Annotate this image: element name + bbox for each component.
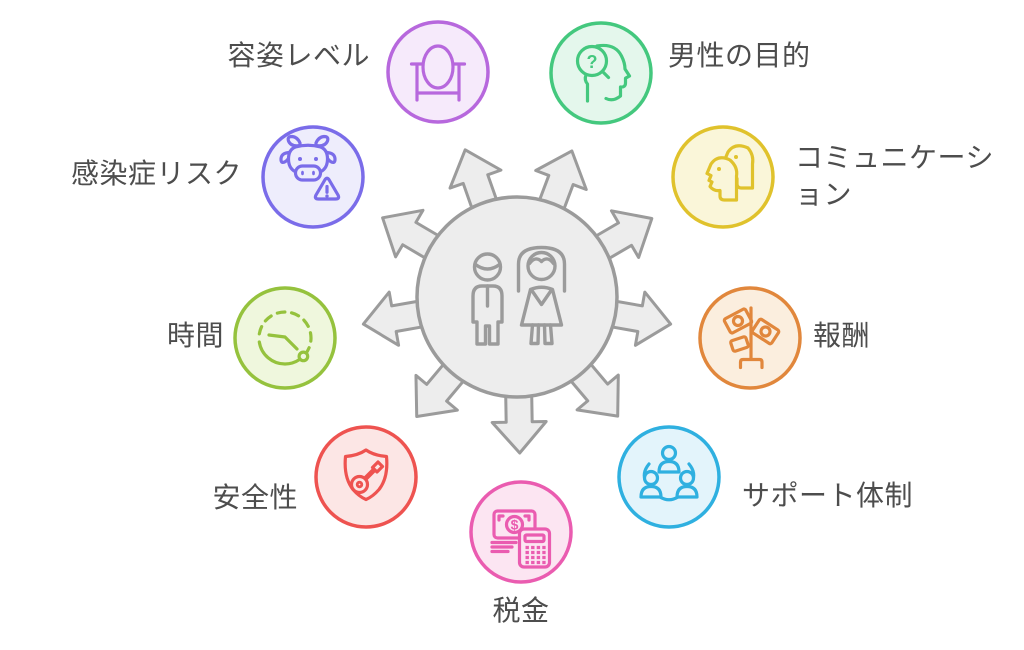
cow-warning-icon [279, 134, 341, 201]
node-tax: $ [466, 477, 576, 587]
node-label-support-system: サポート体制 [742, 480, 914, 511]
mirror-icon [409, 44, 467, 102]
node-safety [311, 422, 421, 532]
clock-icon [257, 310, 313, 366]
hub-circle [415, 195, 619, 399]
couple-icon [471, 245, 567, 346]
node-label-appearance-level: 容姿レベル [227, 40, 370, 71]
node-label-infection-risk: 感染症リスク [70, 158, 242, 189]
node-circle [386, 20, 490, 124]
node-label-safety: 安全性 [212, 482, 298, 513]
node-mens-purpose: ? [546, 18, 656, 128]
question-mark-glyph: ? [587, 52, 598, 72]
head-question-icon: ? [575, 43, 632, 103]
node-reward [695, 283, 805, 393]
money-calculator-icon: $ [490, 509, 552, 569]
node-label-tax: 税金 [492, 595, 550, 626]
dollar-glyph: $ [511, 517, 519, 533]
node-communication [668, 122, 778, 232]
shield-key-icon [343, 448, 389, 502]
node-support-system [614, 422, 724, 532]
money-tree-icon [722, 306, 781, 370]
two-heads-icon [705, 144, 755, 202]
node-label-reward: 報酬 [813, 320, 871, 351]
node-label-time: 時間 [166, 320, 224, 351]
people-network-icon [639, 444, 699, 502]
node-time [230, 283, 340, 393]
node-circle [617, 425, 721, 529]
node-label-communication: コミュニケーション [795, 142, 994, 210]
node-infection-risk [258, 122, 368, 232]
warning-triangle-icon [313, 176, 341, 201]
hub-couple-with-arrows [361, 148, 673, 455]
node-label-mens-purpose: 男性の目的 [668, 40, 811, 71]
node-appearance-level [383, 17, 493, 127]
